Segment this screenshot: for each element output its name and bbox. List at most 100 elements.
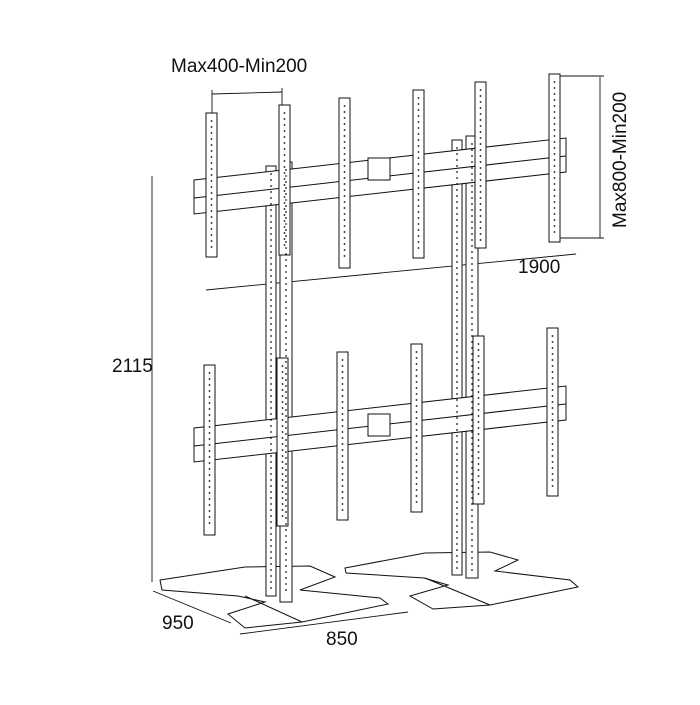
mount-hole: [285, 547, 287, 549]
mount-hole: [281, 455, 284, 457]
mount-hole: [281, 479, 284, 481]
mount-hole: [270, 377, 272, 379]
mount-hole: [471, 257, 473, 259]
base-right-seam: [424, 577, 491, 606]
mount-hole: [285, 307, 287, 309]
mount-hole: [471, 293, 473, 295]
mount-hole: [456, 333, 458, 335]
bracket-lower-1: [203, 364, 216, 536]
mount-hole: [285, 373, 287, 375]
mount-hole: [551, 437, 554, 439]
mount-hole: [343, 135, 346, 137]
mount-hole: [477, 379, 480, 381]
mount-hole: [551, 359, 554, 361]
mount-hole: [281, 431, 284, 433]
mount-hole: [285, 259, 287, 261]
mount-hole: [285, 493, 287, 495]
mount-hole: [553, 105, 556, 107]
mount-hole: [343, 123, 346, 125]
mount-hole: [456, 249, 458, 251]
mount-hole: [456, 255, 458, 257]
mount-hole: [417, 193, 420, 195]
mount-hole: [471, 557, 473, 559]
mount-hole: [471, 509, 473, 511]
mount-hole: [456, 393, 458, 395]
mount-hole: [270, 443, 272, 445]
mount-hole: [283, 226, 286, 228]
mount-hole: [270, 245, 272, 247]
mount-hole: [341, 491, 344, 493]
mount-hole: [479, 161, 482, 163]
mount-hole: [270, 527, 272, 529]
mount-hole: [285, 265, 287, 267]
mount-hole: [479, 89, 482, 91]
mount-hole: [456, 405, 458, 407]
mount-hole: [471, 359, 473, 361]
mount-hole: [471, 407, 473, 409]
mount-hole: [285, 409, 287, 411]
mount-hole: [270, 335, 272, 337]
mount-hole: [417, 127, 420, 129]
bracket-lower-2: [276, 357, 289, 527]
mount-hole: [553, 183, 556, 185]
mount-hole: [471, 269, 473, 271]
bracket-holes: [208, 81, 556, 591]
mount-hole: [285, 523, 287, 525]
mount-hole: [456, 507, 458, 509]
mount-hole: [270, 581, 272, 583]
mount-hole: [456, 153, 458, 155]
mount-hole: [285, 331, 287, 333]
mount-hole: [270, 203, 272, 205]
mount-hole: [270, 287, 272, 289]
mount-hole: [456, 291, 458, 293]
mount-hole: [551, 401, 554, 403]
mount-hole: [285, 571, 287, 573]
mount-hole: [471, 233, 473, 235]
mount-hole: [341, 383, 344, 385]
mount-hole: [285, 505, 287, 507]
mount-hole: [551, 383, 554, 385]
mount-hole: [283, 142, 286, 144]
mount-hole: [341, 365, 344, 367]
mount-hole: [456, 219, 458, 221]
mount-hole: [471, 473, 473, 475]
mount-hole: [456, 537, 458, 539]
mount-hole: [417, 139, 420, 141]
mount-hole: [210, 240, 213, 242]
mount-hole: [471, 227, 473, 229]
mount-hole: [343, 105, 346, 107]
mount-hole: [285, 205, 287, 207]
mount-hole: [479, 227, 482, 229]
mount-hole: [553, 117, 556, 119]
mount-hole: [471, 185, 473, 187]
mount-hole: [456, 387, 458, 389]
mount-hole: [208, 504, 211, 506]
mount-hole: [553, 123, 556, 125]
mount-hole: [477, 469, 480, 471]
mount-hole: [415, 405, 418, 407]
mount-hole: [283, 118, 286, 120]
mount-hole: [270, 209, 272, 211]
mount-hole: [553, 231, 556, 233]
mount-hole: [283, 124, 286, 126]
mount-hole: [415, 357, 418, 359]
mount-hole: [471, 515, 473, 517]
mount-hole: [551, 377, 554, 379]
mount-hole: [270, 425, 272, 427]
mount-hole: [270, 365, 272, 367]
mount-hole: [456, 471, 458, 473]
mount-hole: [477, 493, 480, 495]
mount-hole: [285, 559, 287, 561]
mount-hole: [285, 517, 287, 519]
mount-hole: [456, 375, 458, 377]
mount-hole: [417, 157, 420, 159]
mount-hole: [210, 162, 213, 164]
mount-hole: [283, 232, 286, 234]
bracket-lower-5: [472, 335, 485, 505]
mount-hole: [471, 443, 473, 445]
mount-hole: [270, 371, 272, 373]
mount-hole: [479, 155, 482, 157]
mount-hole: [456, 243, 458, 245]
mount-hole: [281, 443, 284, 445]
